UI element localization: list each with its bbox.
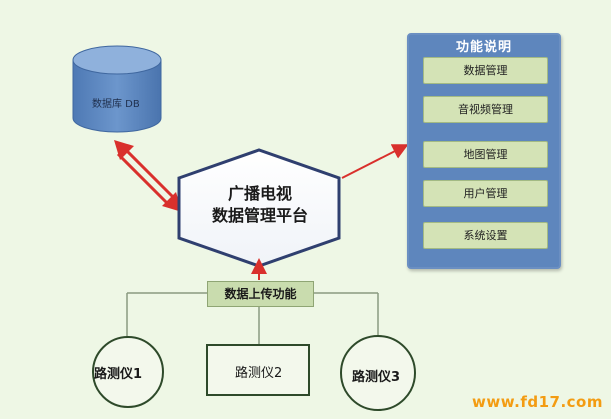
platform-to-panel-arrow bbox=[341, 144, 409, 179]
platform-title-line2: 数据管理平台 bbox=[211, 206, 308, 225]
device-3-circle bbox=[340, 335, 416, 411]
database-label: 数据库 DB bbox=[92, 99, 140, 110]
device-1-label: 路测仪1 bbox=[94, 367, 143, 382]
function-panel-title: 功能说明 bbox=[455, 40, 512, 55]
function-item-user-management: 用户管理 bbox=[423, 180, 548, 207]
function-item-system-settings: 系统设置 bbox=[423, 222, 548, 249]
function-panel: 功能说明 数据管理 音视频管理 地图管理 用户管理 系统设置 bbox=[407, 33, 561, 269]
platform-title: 广播电视 数据管理平台 bbox=[180, 183, 340, 227]
platform-title-line1: 广播电视 bbox=[227, 184, 292, 203]
function-item-av-management: 音视频管理 bbox=[423, 96, 548, 123]
function-item-data-management: 数据管理 bbox=[423, 57, 548, 84]
watermark: www.fd17.com bbox=[472, 393, 603, 411]
function-item-map-management: 地图管理 bbox=[423, 141, 548, 168]
device-3-label: 路测仪3 bbox=[352, 370, 401, 385]
device-connector-lines bbox=[126, 292, 379, 345]
device-1-circle bbox=[92, 336, 164, 408]
database-cylinder bbox=[72, 45, 162, 133]
db-sync-arrow bbox=[114, 140, 182, 212]
data-upload-box: 数据上传功能 bbox=[207, 281, 314, 307]
platform-hexagon bbox=[177, 148, 341, 268]
device-2-box bbox=[206, 344, 310, 396]
device-2-label: 路测仪2 bbox=[235, 366, 283, 381]
